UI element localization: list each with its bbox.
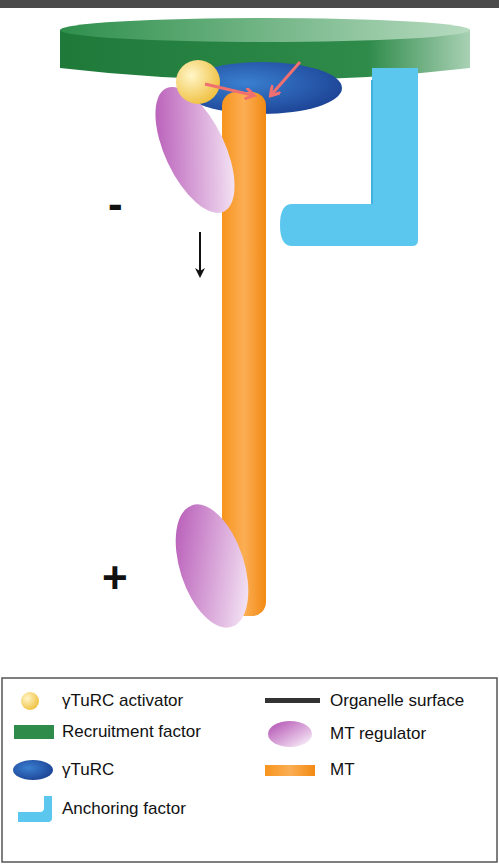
legend-text: Recruitment factor bbox=[62, 722, 201, 742]
end-sign: - bbox=[108, 182, 123, 226]
mt-regulator bbox=[162, 495, 262, 637]
end-sign: + bbox=[102, 556, 128, 600]
legend-sample bbox=[13, 760, 53, 780]
organelle-surface bbox=[0, 0, 499, 8]
legend-text: γTuRC bbox=[62, 760, 114, 780]
activation-arrow bbox=[272, 62, 300, 94]
direction-arrow bbox=[199, 232, 201, 276]
legend-box bbox=[2, 678, 497, 862]
legend-sample bbox=[14, 725, 54, 739]
legend-text: Organelle surface bbox=[330, 691, 464, 711]
legend-sample bbox=[21, 692, 39, 710]
legend-text: Anchoring factor bbox=[62, 799, 186, 819]
recruitment-factor-top bbox=[60, 18, 470, 42]
legend-sample bbox=[265, 765, 315, 776]
legend-text: MT bbox=[330, 760, 355, 780]
legend-text: γTuRC activator bbox=[62, 691, 183, 711]
legend-text: MT regulator bbox=[330, 724, 426, 744]
gturc-activator bbox=[176, 60, 220, 104]
activation-arrow bbox=[205, 84, 252, 95]
legend-sample bbox=[265, 698, 320, 703]
legend-sample bbox=[18, 796, 52, 822]
legend-sample bbox=[268, 721, 312, 747]
